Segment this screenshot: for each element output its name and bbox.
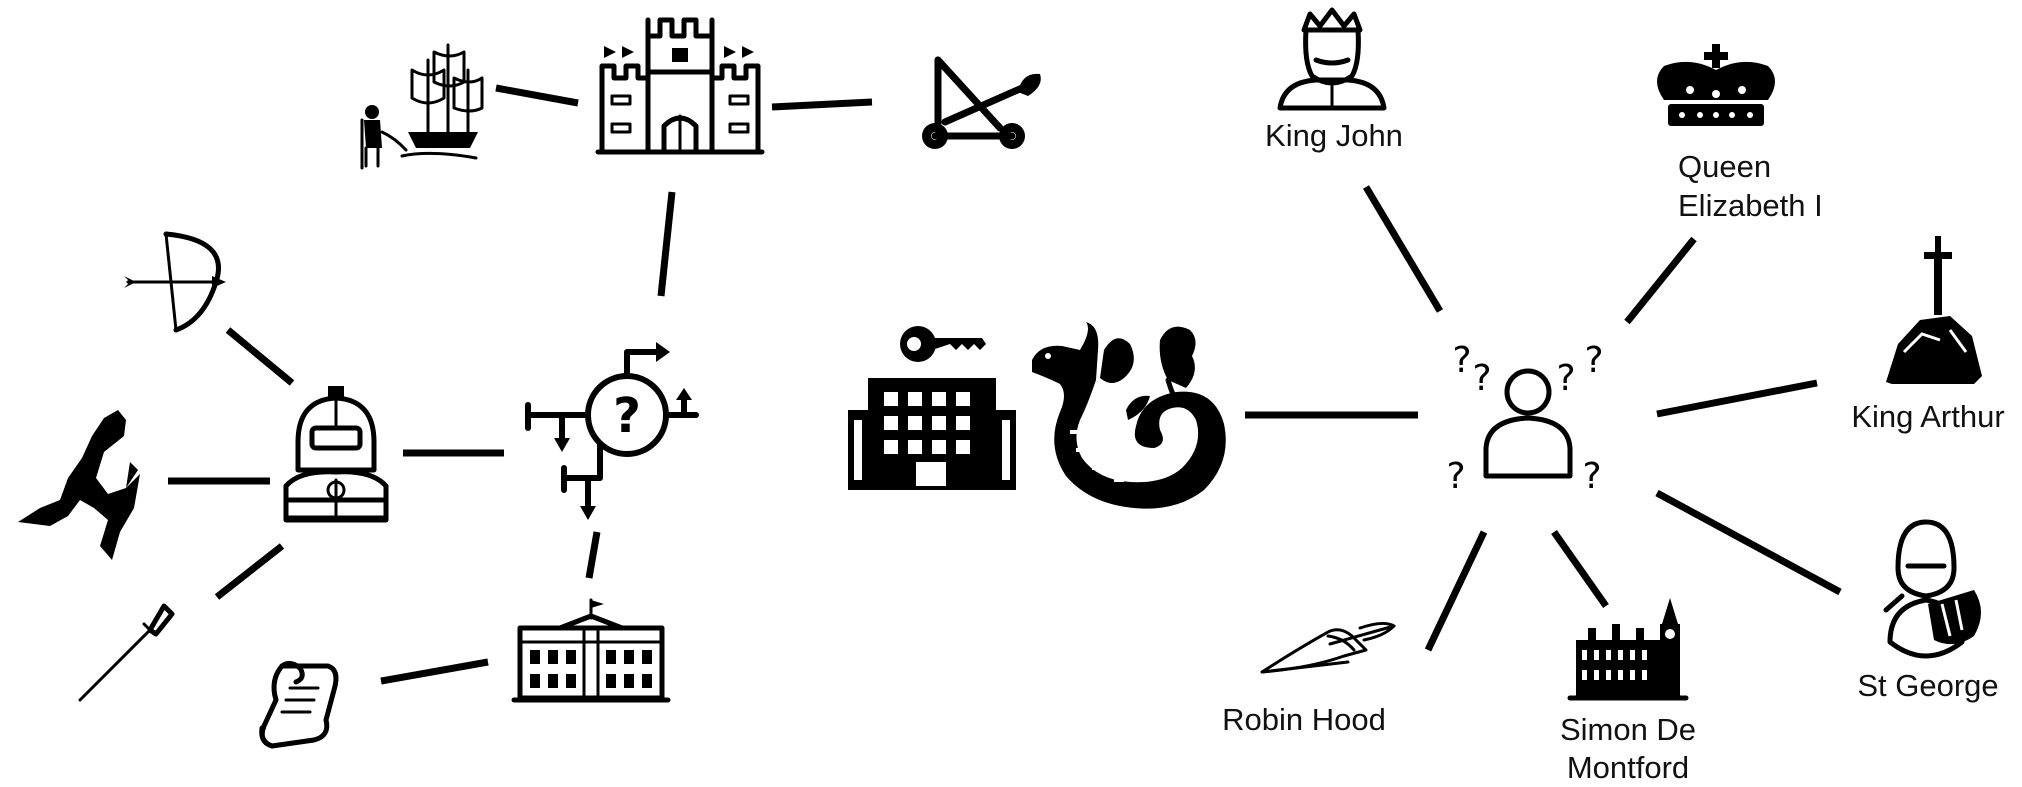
- spear-icon: [78, 603, 175, 702]
- svg-text:?: ?: [613, 388, 641, 444]
- label-queen-elizabeth-line1: Queen: [1678, 149, 1771, 184]
- label-simon-line1: Simon De: [1560, 712, 1696, 747]
- svg-text:?: ?: [1472, 358, 1491, 399]
- knight-icon: [283, 386, 389, 523]
- connector-person-arthur: [1656, 379, 1818, 418]
- svg-text:?: ?: [1452, 340, 1471, 381]
- connector-spear-knight: [214, 543, 285, 600]
- label-king-arthur: King Arthur: [1851, 399, 2004, 434]
- catapult-icon: [922, 56, 1041, 149]
- connector-scroll-whitehouse: [380, 658, 489, 685]
- white-house-icon: [511, 598, 671, 703]
- label-simon-line2: Montford: [1567, 750, 1689, 785]
- connector-lines: [168, 84, 1842, 685]
- question-directions-icon: ?: [525, 342, 699, 520]
- building-key-icon: [848, 326, 1016, 490]
- parliament-icon: [1567, 598, 1689, 701]
- svg-text:?: ?: [1582, 456, 1601, 497]
- label-st-george: St George: [1857, 668, 1998, 703]
- crown-icon: [1657, 44, 1775, 126]
- connector-person-stgeorge: [1655, 489, 1842, 596]
- connector-person-robin: [1424, 530, 1488, 652]
- connector-person-simon: [1551, 529, 1609, 609]
- svg-text:?: ?: [1584, 340, 1603, 381]
- scroll-icon: [259, 660, 339, 749]
- label-king-john: King John: [1265, 118, 1403, 153]
- connector-question-whitehouse: [585, 531, 601, 579]
- sword-stone-icon: [1886, 236, 1982, 384]
- connector-person-queen: [1624, 236, 1697, 325]
- connector-castle-question: [657, 191, 676, 297]
- robin-hood-hat-icon: [1260, 621, 1396, 674]
- connector-castle-catapult: [771, 98, 873, 111]
- castle-icon: [595, 17, 765, 155]
- person-questions-icon: ? ? ? ? ? ?: [1446, 340, 1603, 497]
- label-robin-hood: Robin Hood: [1222, 702, 1386, 737]
- king-john-icon: [1277, 7, 1387, 111]
- st-george-knight-icon: [1883, 519, 1981, 659]
- svg-text:?: ?: [1446, 456, 1465, 497]
- connector-ship-castle: [495, 84, 579, 107]
- svg-text:?: ?: [1556, 358, 1575, 399]
- bow-arrow-icon: [124, 231, 226, 333]
- label-queen-elizabeth-line2: Elizabeth I: [1678, 188, 1823, 223]
- dragon-icon: [1032, 322, 1226, 509]
- ship-explorer-icon: [360, 43, 484, 170]
- horse-icon: [18, 410, 140, 560]
- connector-bow-knight: [225, 327, 295, 386]
- connector-person-kingjohn: [1362, 185, 1444, 313]
